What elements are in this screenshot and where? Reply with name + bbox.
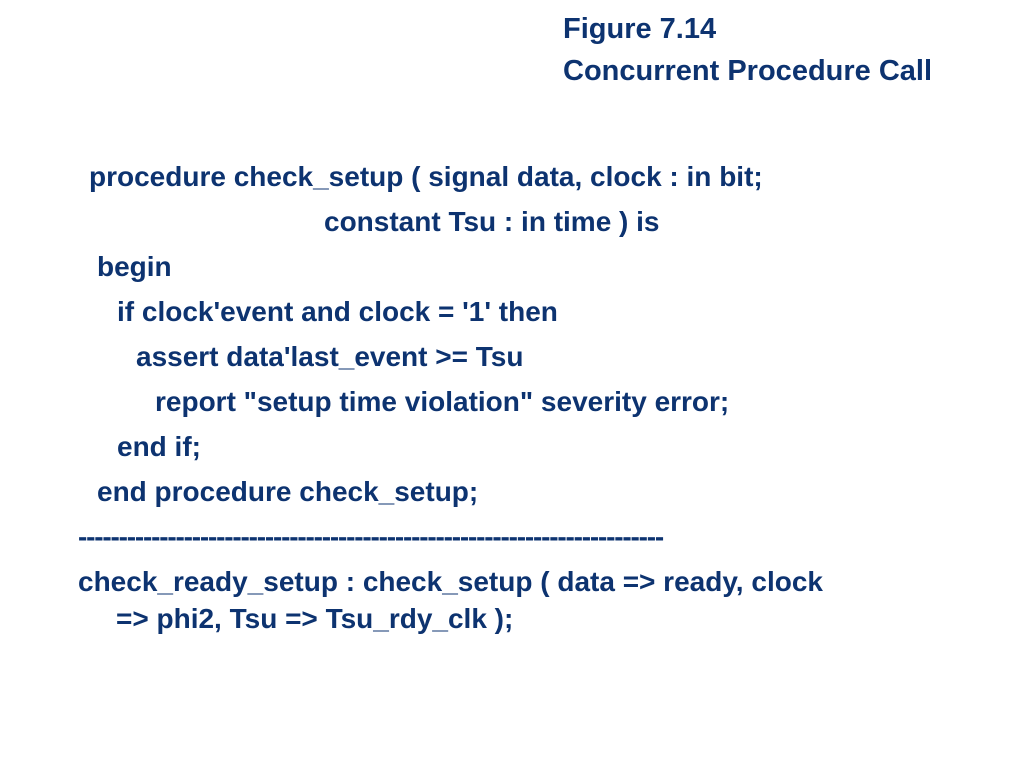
code-line-2: constant Tsu : in time ) is xyxy=(324,206,660,237)
code-line-5: assert data'last_event >= Tsu xyxy=(136,341,524,372)
code-line-1: procedure check_setup ( signal data, clo… xyxy=(89,161,763,192)
call-line-1: check_ready_setup : check_setup ( data =… xyxy=(78,566,823,597)
code-line-3: begin xyxy=(97,251,172,282)
slide-title: Figure 7.14 Concurrent Procedure Call xyxy=(563,8,932,92)
code-line-6: report "setup time violation" severity e… xyxy=(155,386,730,417)
figure-caption: Concurrent Procedure Call xyxy=(563,55,933,87)
code-line-4: if clock'event and clock = '1' then xyxy=(117,296,558,327)
separator-line: ----------------------------------------… xyxy=(78,521,664,552)
figure-number: Figure 7.14 xyxy=(563,13,717,45)
code-line-7: end if; xyxy=(117,431,201,462)
call-line-2: => phi2, Tsu => Tsu_rdy_clk ); xyxy=(116,603,514,634)
code-line-8: end procedure check_setup; xyxy=(97,476,479,507)
